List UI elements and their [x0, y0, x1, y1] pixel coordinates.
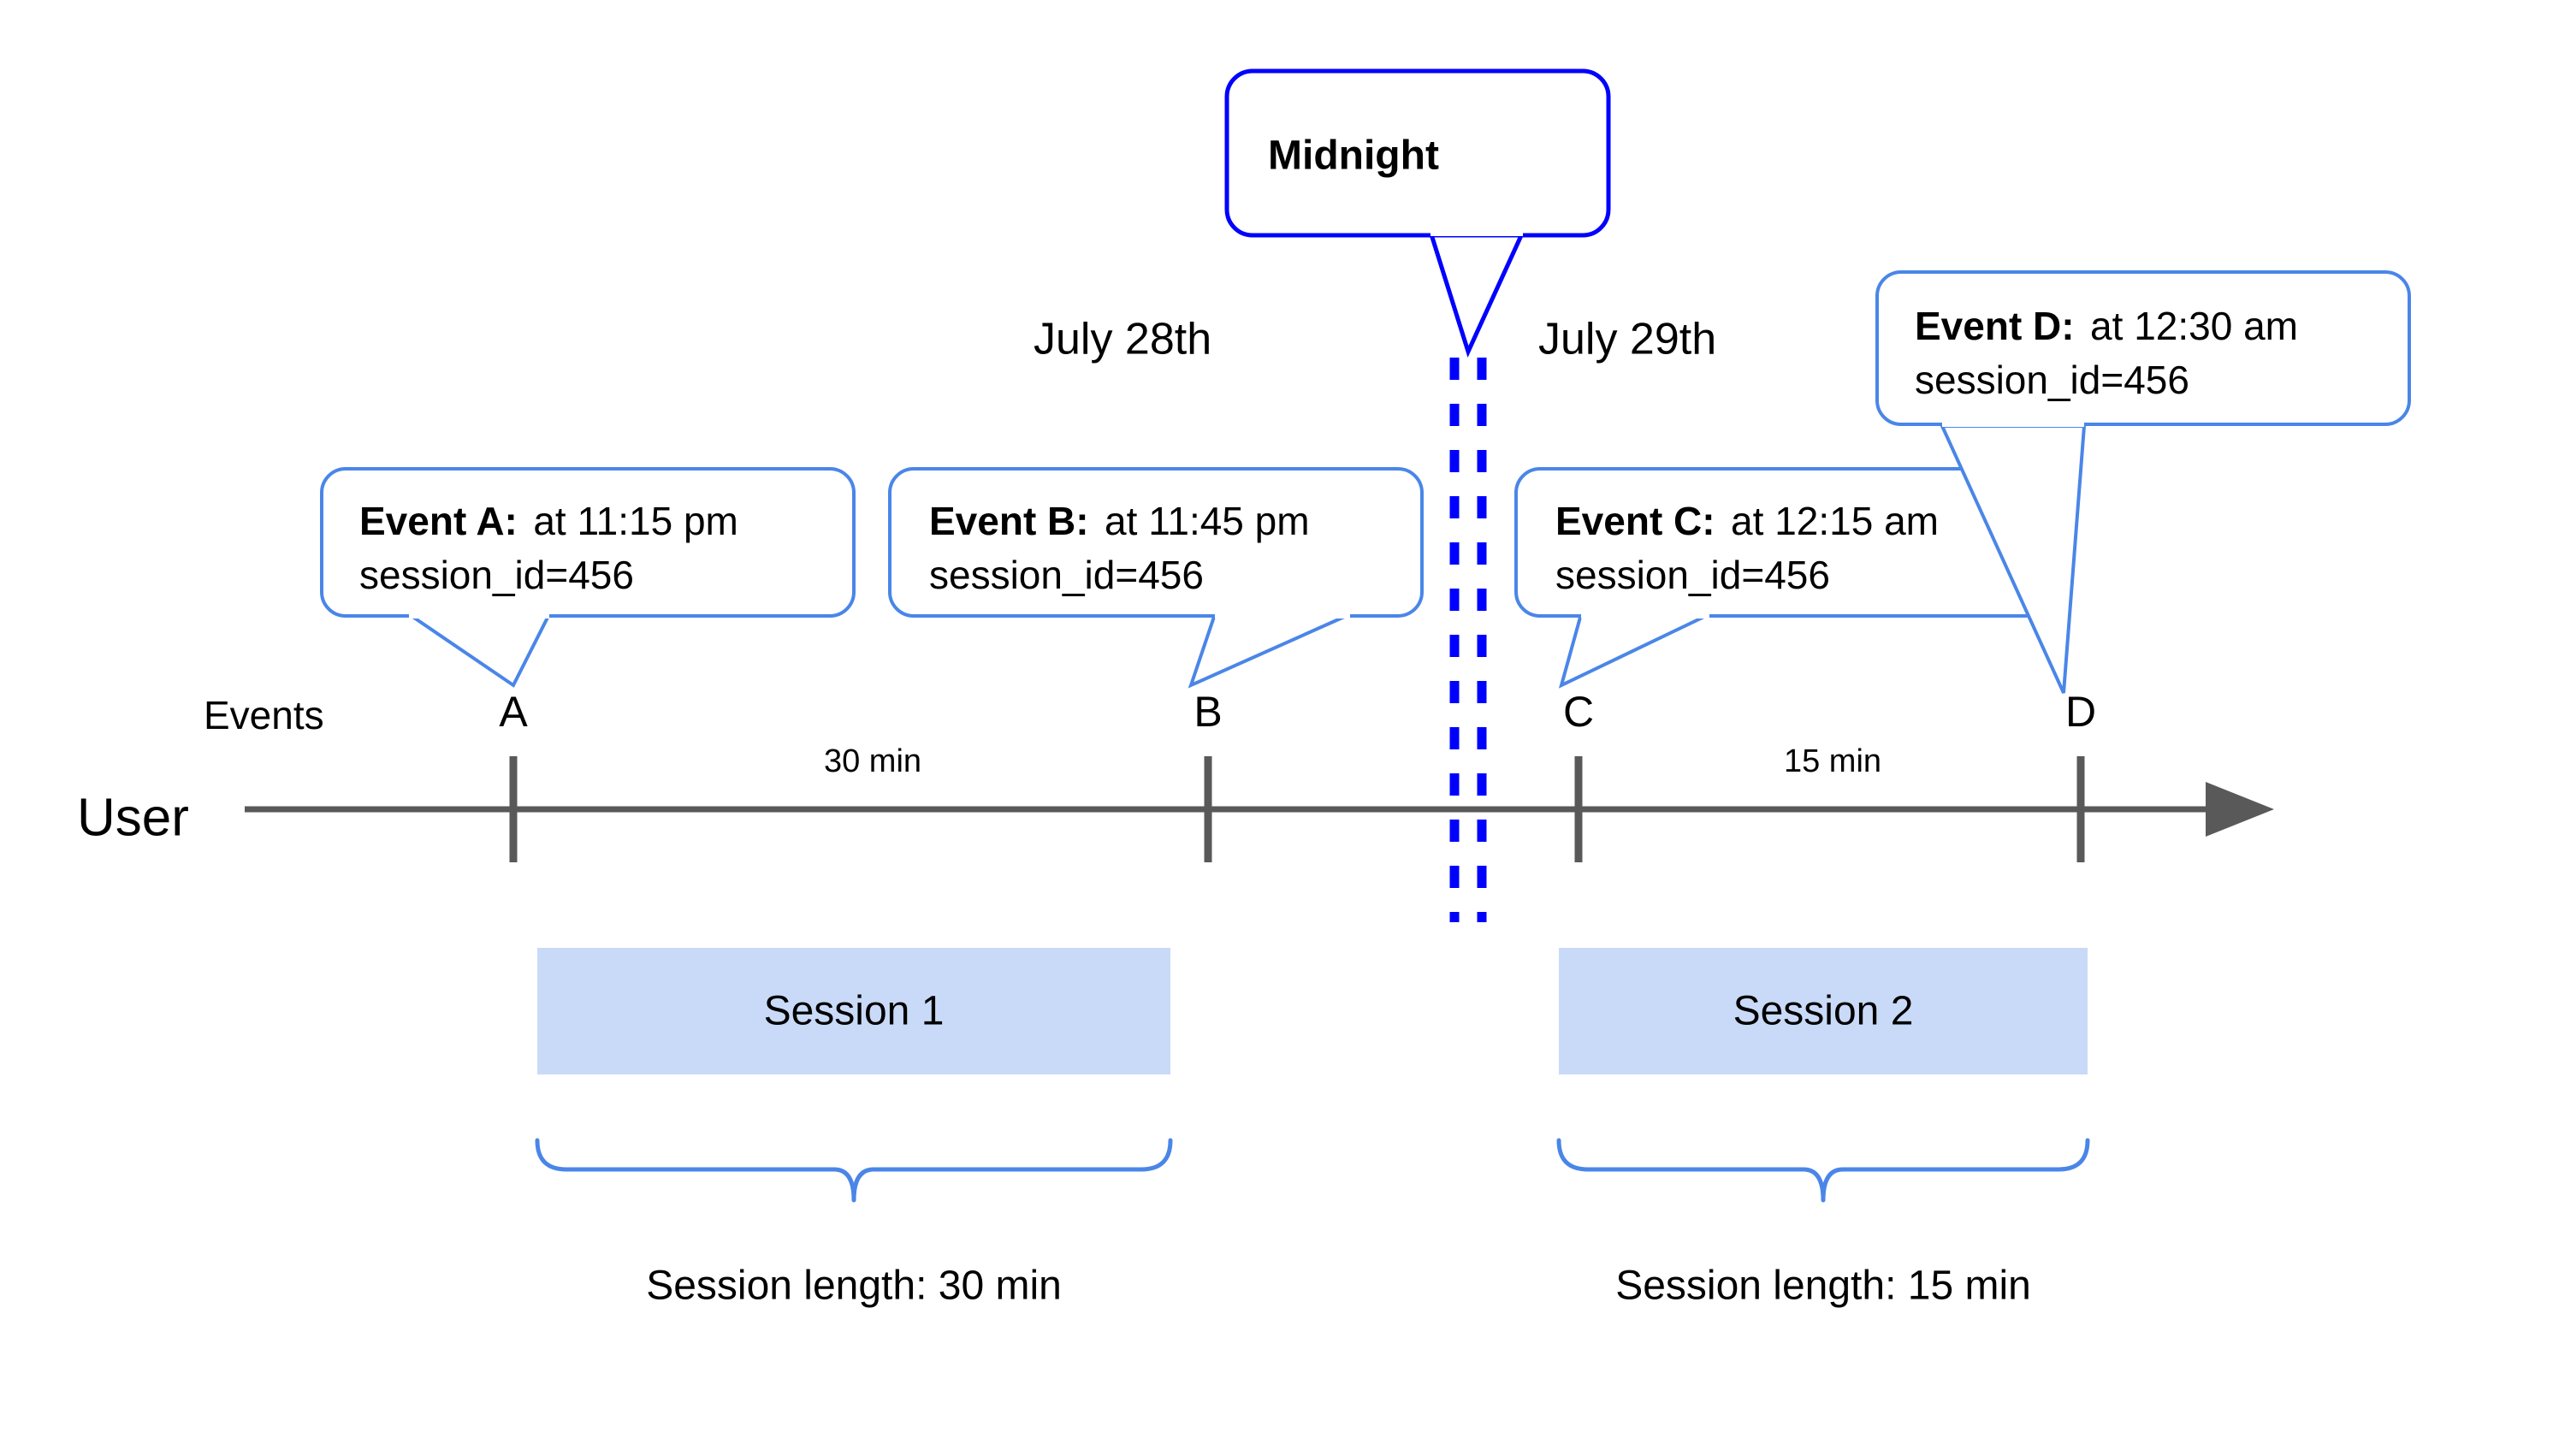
callout-event-a-prefix: Event A:	[359, 499, 518, 543]
tick-label-d: D	[2065, 688, 2096, 736]
callout-event-d-detail: at 12:30 am	[2090, 304, 2298, 348]
session-1-group[interactable]: Session 1 Session length: 30 min	[535, 948, 1173, 1309]
callout-midnight[interactable]: Midnight	[1224, 68, 1611, 358]
timeline-arrow-icon	[2206, 782, 2274, 837]
callout-midnight-label: Midnight	[1268, 133, 1439, 179]
session-1-rect	[537, 948, 1170, 1074]
callout-event-d-line2: session_id=456	[1915, 358, 2189, 402]
callout-event-d-prefix: Event D:	[1915, 304, 2075, 348]
callout-event-a-line1: Event A: at 11:15 pm	[359, 499, 738, 543]
tick-label-a: A	[499, 688, 528, 736]
callout-event-b-box	[888, 467, 1424, 618]
row-label-user: User	[77, 788, 189, 847]
callout-event-a-tail	[403, 613, 553, 688]
callout-event-d-line1: Event D: at 12:30 am	[1915, 304, 2298, 348]
callout-midnight-tail	[1427, 229, 1526, 358]
session-2-group[interactable]: Session 2 Session length: 15 min	[1556, 948, 2090, 1309]
session-2-rect	[1559, 948, 2088, 1074]
session-2-length-label: Session length: 15 min	[1615, 1264, 2031, 1309]
callout-event-b-line2: session_id=456	[929, 553, 1204, 597]
callout-event-d[interactable]: Event D: at 12:30 am session_id=456	[1875, 270, 2411, 694]
callout-event-a[interactable]: Event A: at 11:15 pm session_id=456	[320, 467, 856, 688]
date-label-right: July 29th	[1538, 315, 1716, 364]
timeline-axis	[245, 756, 2274, 862]
callout-event-b-detail: at 11:45 pm	[1105, 499, 1310, 543]
session-2-brace	[1556, 1138, 2090, 1203]
callout-event-b[interactable]: Event B: at 11:45 pm session_id=456	[888, 467, 1424, 689]
callout-event-c-detail: at 12:15 am	[1731, 499, 1939, 543]
callout-event-b-tail	[1188, 613, 1351, 689]
session-1-length-label: Session length: 30 min	[646, 1264, 1062, 1309]
duration-label-cd: 15 min	[1784, 743, 1881, 779]
callout-event-a-detail: at 11:15 pm	[533, 499, 738, 543]
callout-event-b-prefix: Event B:	[929, 499, 1089, 543]
tick-label-b: B	[1194, 688, 1222, 736]
date-label-left: July 28th	[1034, 315, 1211, 364]
row-label-events: Events	[204, 693, 324, 737]
callout-event-d-box	[1875, 270, 2411, 426]
callout-event-a-box	[320, 467, 856, 618]
callout-event-c-line2: session_id=456	[1555, 553, 1830, 597]
callout-event-a-line2: session_id=456	[359, 553, 634, 597]
tick-label-c: C	[1563, 688, 1594, 736]
callout-event-b-line1: Event B: at 11:45 pm	[929, 499, 1310, 543]
duration-label-ab: 30 min	[824, 743, 921, 779]
session-2-label: Session 2	[1733, 989, 1914, 1034]
callout-event-c-line1: Event C: at 12:15 am	[1555, 499, 1939, 543]
callout-event-c-prefix: Event C:	[1555, 499, 1715, 543]
session-1-label: Session 1	[764, 989, 945, 1034]
callout-event-c[interactable]: Event C: at 12:15 am session_id=456	[1514, 467, 2050, 689]
callout-midnight-box	[1224, 68, 1611, 238]
midnight-divider	[1449, 358, 1487, 922]
callout-event-c-tail	[1558, 613, 1710, 689]
session-1-brace	[535, 1138, 1173, 1203]
